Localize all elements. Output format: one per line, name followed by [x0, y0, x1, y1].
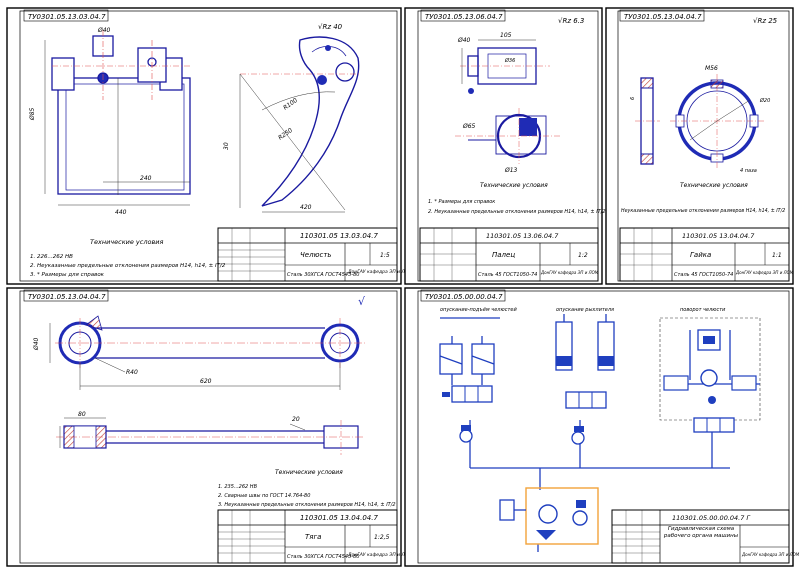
sheet-3-scale: 1:1 [772, 252, 782, 259]
sheet-3-top-code: ТУ0301.05.13.04.04.7 [624, 13, 702, 21]
sheet-1-note-2: 2. Неуказанные предельные отклонения раз… [30, 263, 226, 269]
jaw-front-dimensions [44, 40, 190, 206]
rod-front-view [56, 420, 365, 455]
pin-dim-3: Ø36 [504, 57, 515, 64]
sheet-4-title-block [217, 509, 398, 564]
sheet-2-frame: ТУ0301.05.13.06.04.7 [404, 7, 603, 285]
nut-dim-slots: 4 паза [740, 168, 757, 174]
nut-dim-thread: M56 [705, 65, 718, 72]
sheet-3-note-1: Неуказанные предельные отклонения размер… [621, 208, 785, 214]
sheet-3-frame: ТУ0301.05.13.04.04.7 [605, 7, 794, 285]
rod-dim-weld: 20 [292, 416, 300, 423]
sheet-2-note-2: 2. Неуказанные предельные отклонения раз… [428, 209, 606, 215]
nut-dim-hole: Ø20 [759, 97, 770, 104]
pin-side-dim: Ø65 [462, 123, 476, 130]
sheet-1-note-3: 3. * Размеры для справок [30, 272, 105, 278]
pin-dim-1: Ø40 [457, 37, 471, 44]
sheet-2-scale: 1:2 [578, 252, 588, 259]
hydro-label-ripper: опускание рыхлителя [556, 307, 614, 313]
sheet-4-note-1: 1. 235...262 НВ [218, 484, 258, 490]
sheet-4-note-3: 3. Неуказанные предельные отклонения раз… [218, 502, 396, 508]
sheet-4-note-2: 2. Сварные швы по ГОСТ 14.764-80 [218, 493, 310, 499]
sheet-3-title-block [619, 227, 790, 282]
sheet-1-material: Сталь 30ХГСА ГОСТ4543-80 [287, 272, 359, 278]
sheet-2-roughness: √Rz 6.3 [558, 17, 584, 25]
sheet-2-note-1: 1. * Размеры для справок [428, 199, 495, 205]
rod-dim-boss: 80 [78, 411, 86, 418]
hydro-cylinder-ripper [555, 314, 615, 445]
sheet-1-part-name: Челюсть [300, 251, 332, 259]
sheet-5-title-wrap: Гидравлическая схема рабочего органа маш… [663, 526, 739, 539]
jaw-dim-height: Ø85 [29, 107, 36, 121]
sheet-3-org: ДонГАУ кафедра ЭП и ЛОМ [735, 270, 794, 275]
sheet-3-part-name: Гайка [690, 251, 711, 259]
sheet-4-scale: 1:2,5 [374, 534, 390, 541]
sheet-2-top-code: ТУ0301.05.13.06.04.7 [425, 13, 503, 21]
rod-front-dimensions [59, 417, 306, 448]
sheet-2-material: Сталь 45 ГОСТ1050-74 [478, 272, 537, 278]
pin-side-dim-2: Ø13 [504, 167, 518, 174]
sheet-1-title-block [217, 227, 398, 282]
sheet-1-note-1: 1. 226...262 НВ [30, 254, 73, 260]
sheet-1-top-code: ТУ0301.05.13.03.04.7 [28, 13, 106, 21]
nut-front-view [670, 74, 765, 168]
hydro-cylinder-jaws [439, 343, 495, 443]
rod-top-dimensions [49, 323, 341, 390]
pin-dim-2: 105 [500, 32, 512, 39]
sheet-3-tech-title: Технические условия [680, 182, 748, 189]
sheet-4-part-name: Тяга [305, 533, 321, 541]
jaw-dim-inner: 240 [140, 175, 152, 182]
hydro-label-jaws: опускание-подъём челюстей [440, 307, 517, 313]
jaw-dim-width: 440 [115, 209, 127, 216]
sheet-1-org: ДонГАУ кафедра ЭП и ЛОМ [347, 269, 412, 275]
sheet-1-scale: 1:5 [380, 252, 390, 259]
hydro-rotation-group [663, 329, 757, 433]
sheet-2-org: ДонГАУ кафедра ЭП и ЛОМ [540, 270, 599, 275]
rod-dim-radius: R40 [126, 369, 138, 376]
pin-front-view [460, 47, 550, 94]
sheet-4-code: 110301.05 13.04.04.7 [300, 514, 378, 522]
sheet-5-code: 110301.05.00.00.04.7 Г [672, 514, 751, 522]
sheet-2-tech-title: Технические условия [480, 182, 548, 189]
sheet-4-top-code: ТУ0301.05.13.04.04.7 [28, 293, 106, 301]
sheet-5-title-block [611, 509, 790, 564]
sheet-4-material: Сталь 30ХГСА ГОСТ4543-80 [287, 554, 359, 560]
pin-side-view [455, 108, 560, 164]
sheet-5-title: Гидравлическая схема рабочего органа маш… [663, 526, 739, 539]
jaw-side-view [240, 36, 360, 207]
rod-dim-eye: Ø40 [33, 337, 40, 351]
jaw-side-dim-height: 30 [223, 142, 230, 150]
sheet-5-org: ДонГАУ кафедра ЭП и ЛОМ [741, 552, 800, 557]
pin-front-dimensions [461, 39, 536, 84]
sheet-3-roughness: √Rz 25 [753, 17, 778, 25]
jaw-dim-hole: Ø40 [97, 27, 111, 34]
hydro-label-rotate: поворот челюсти [680, 307, 726, 313]
jaw-side-dimensions [239, 73, 346, 213]
sheet-5-top-code: ТУ0301.05.00.00.04.7 [425, 293, 503, 301]
hydro-pump-station [499, 487, 599, 545]
rod-dim-length: 620 [200, 378, 212, 385]
sheet-4-roughness: √ [358, 295, 366, 308]
sheet-3-material: Сталь 45 ГОСТ1050-74 [674, 272, 733, 278]
nut-dim-side: 6 [630, 97, 636, 100]
sheet-3-code: 110301.05 13.04.04.7 [682, 232, 755, 240]
sheet-1-roughness: √Rz 40 [318, 23, 343, 31]
sheet-2-title-block [419, 227, 599, 282]
sheet-2-code: 110301.05 13.06.04.7 [486, 232, 559, 240]
jaw-front-view [51, 30, 191, 195]
sheet-2-part-name: Палец [492, 251, 515, 259]
nut-side-view [635, 77, 660, 165]
sheet-4-tech-title: Технические условия [275, 469, 343, 476]
sheet-1-tech-title: Технические условия [90, 238, 164, 246]
jaw-side-dim-length: 420 [300, 204, 312, 211]
rod-top-view [55, 315, 365, 370]
sheet-4-org: ДонГАУ кафедра ЭП и ЛОМ [347, 552, 412, 558]
sheet-1-code: 110301.05 13.03.04.7 [300, 232, 378, 240]
